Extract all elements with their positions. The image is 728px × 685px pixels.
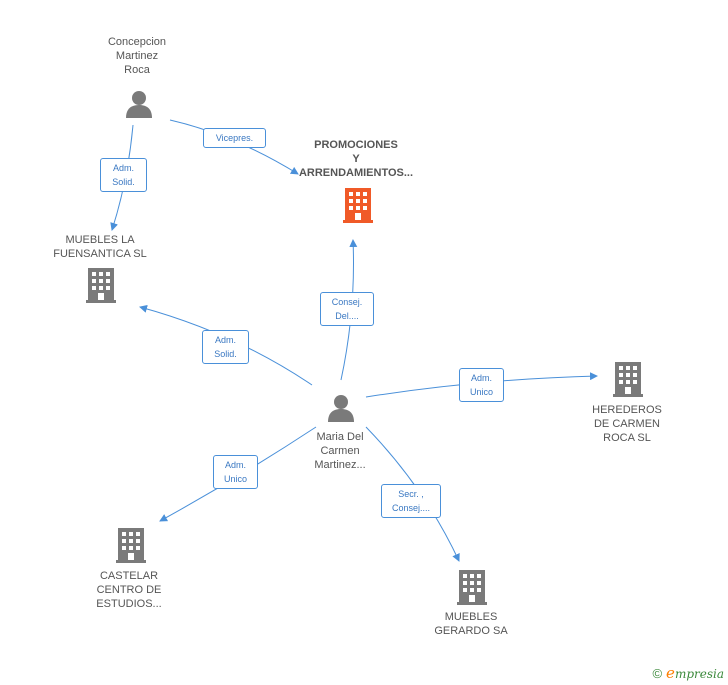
node-label-muebles-la[interactable]: MUEBLES LA FUENSANTICA SL [53, 234, 147, 260]
edge-label-adm-solid-1: Adm. Solid. [100, 158, 147, 192]
node-label-maria[interactable]: Maria Del Carmen Martinez... [314, 431, 366, 471]
building-icon-promociones[interactable] [343, 188, 373, 223]
brand-logo: empresia [666, 664, 724, 682]
building-icon-castelar[interactable] [116, 528, 146, 563]
node-label-promociones[interactable]: PROMOCIONES Y ARRENDAMIENTOS... [298, 139, 414, 179]
edge-label-adm-unico-1: Adm. Unico [459, 368, 504, 402]
person-icon-maria[interactable] [328, 395, 354, 422]
building-icon-muebles-gerardo[interactable] [457, 570, 487, 605]
building-icon-muebles-la[interactable] [86, 268, 116, 303]
edge-label-consej-del: Consej. Del.... [320, 292, 374, 326]
copyright-icon: © [652, 666, 663, 681]
edge-label-vicepres: Vicepres. [203, 128, 266, 148]
edge-label-adm-unico-2: Adm. Unico [213, 455, 258, 489]
node-label-castelar[interactable]: CASTELAR CENTRO DE ESTUDIOS... [96, 570, 162, 610]
building-icon-herederos[interactable] [613, 362, 643, 397]
edge-label-secr-consej: Secr. , Consej.... [381, 484, 441, 518]
node-label-concepcion[interactable]: Concepcion Martinez Roca [107, 36, 167, 76]
edge-label-adm-solid-2: Adm. Solid. [202, 330, 249, 364]
node-label-muebles-gerardo[interactable]: MUEBLES GERARDO SA [434, 611, 508, 637]
node-label-herederos[interactable]: HEREDEROS DE CARMEN ROCA SL [592, 404, 662, 444]
person-icon-concepcion[interactable] [126, 91, 152, 118]
footer-brand: ©empresia [652, 664, 724, 682]
